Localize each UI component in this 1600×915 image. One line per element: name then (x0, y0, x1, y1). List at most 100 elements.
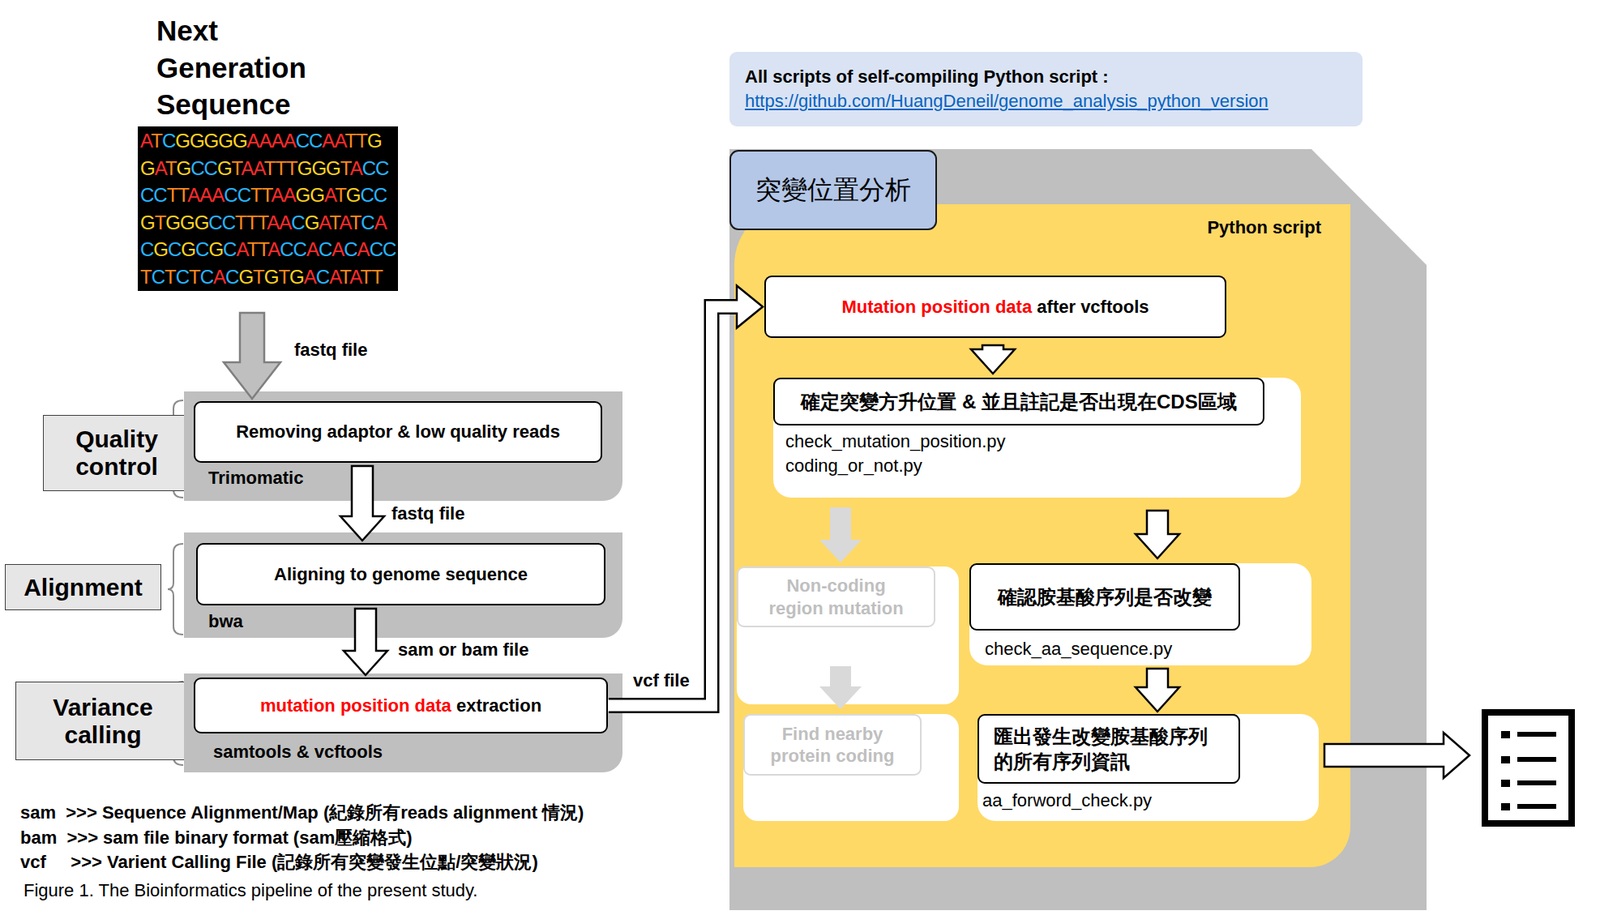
base-letter: C (140, 238, 154, 261)
base-letter: G (175, 129, 190, 152)
base-letter: T (278, 265, 290, 288)
list-bullet (1501, 756, 1511, 764)
base-letter: C (290, 211, 304, 234)
process-box: Aligning to genome sequence (196, 543, 606, 606)
base-letter: T (334, 183, 347, 206)
base-letter: C (237, 183, 251, 206)
node-text: Mutation position data (842, 295, 1033, 319)
base-letter: G (264, 265, 279, 288)
base-letter: C (225, 265, 239, 288)
base-letter: T (350, 211, 362, 234)
flow-arrow (607, 286, 763, 706)
block-arrow (971, 345, 1015, 374)
base-letter: T (165, 157, 177, 180)
block-arrow (223, 312, 281, 399)
base-letter: T (257, 238, 268, 261)
base-letter: C (308, 129, 322, 152)
base-letter: G (179, 211, 195, 234)
base-letter: C (295, 129, 309, 152)
script-card (743, 714, 959, 822)
base-letter: T (371, 265, 383, 288)
base-letter: T (177, 183, 188, 206)
node-text: mutation position data (260, 694, 452, 718)
base-letter: A (271, 129, 284, 152)
base-letter: A (321, 129, 334, 152)
node-text: samtools & vcftools (213, 741, 383, 762)
base-letter: A (235, 238, 247, 261)
base-letter: T (256, 211, 267, 234)
base-letter: C (369, 238, 383, 261)
node-text: Non-coding region mutation (763, 574, 910, 620)
base-letter: C (151, 265, 165, 288)
base-letter: T (154, 211, 167, 234)
text-holder: vcf file (633, 669, 690, 693)
node-text: Removing adaptor & low quality reads (235, 420, 561, 444)
base-letter: T (150, 129, 163, 152)
node-text: Variance calling (22, 693, 184, 749)
base-letter: G (165, 211, 180, 234)
node-text: Quality control (50, 425, 184, 480)
base-letter: A (349, 265, 360, 288)
base-letter: G (180, 238, 196, 261)
base-letter: G (176, 157, 192, 180)
base-letter: A (187, 183, 200, 206)
text-holder: check_mutation_position.py (785, 430, 1006, 454)
process-box: 匯出發生改變胺基酸序列的所有序列資訊 (977, 714, 1241, 784)
base-letter: A (303, 265, 317, 288)
base-letter: C (208, 211, 222, 234)
edge-label: sam or bam file (397, 639, 529, 660)
base-letter: T (188, 265, 201, 288)
arrow-outline (608, 307, 737, 706)
node-text: 匯出發生改變胺基酸序列的所有序列資訊 (993, 723, 1213, 775)
section-background (729, 149, 1427, 911)
base-letter: G (217, 157, 232, 180)
input-box: Mutation position dataafter vcftools (764, 275, 1227, 338)
list-line (1517, 731, 1557, 737)
script-panel: Python scriptMutation position dataafter… (734, 204, 1351, 868)
base-letter: A (357, 238, 370, 261)
base-letter: C (343, 238, 357, 261)
base-letter: G (295, 183, 311, 206)
block-arrow (1135, 668, 1180, 712)
base-letter: T (329, 211, 340, 234)
text-holder: bwa (208, 610, 244, 634)
base-letter: T (286, 157, 298, 180)
base-letter: G (238, 265, 253, 288)
base-letter: T (140, 265, 152, 288)
list-line (1517, 780, 1557, 786)
node-text: Python script (1206, 217, 1322, 238)
base-letter: G (218, 129, 233, 152)
arrow-fill (607, 307, 740, 706)
text-holder: Python script (1206, 216, 1322, 240)
text-holder: Figure 1. The Bioinformatics pipeline of… (23, 879, 478, 903)
base-letter: C (175, 265, 189, 288)
base-letter: A (278, 211, 291, 234)
base-letter: C (360, 183, 374, 206)
list-line (1517, 757, 1557, 762)
base-letter: T (250, 183, 262, 206)
block-arrow (819, 666, 862, 710)
base-letter: A (374, 211, 387, 234)
base-letter: G (311, 157, 326, 180)
base-letter: A (350, 157, 363, 180)
script-card: check_aa_sequence.py確認胺基酸序列是否改變 (969, 563, 1312, 666)
base-letter: G (309, 183, 325, 206)
section-tab: 突變位置分析 (729, 149, 937, 231)
text-holder: coding_or_not.py (785, 454, 923, 478)
base-letter: T (264, 157, 276, 180)
process-box: mutation position dataextraction (193, 677, 608, 734)
base-letter: G (140, 157, 155, 180)
base-letter: G (189, 129, 205, 152)
base-letter: A (247, 129, 260, 152)
base-letter: A (267, 238, 280, 261)
disabled-box: Non-coding region mutation (736, 566, 936, 628)
script-card: aa_forword_check.py匯出發生改變胺基酸序列的所有序列資訊 (977, 714, 1319, 822)
base-letter: A (338, 211, 350, 234)
base-letter: T (274, 157, 287, 180)
base-letter: C (204, 157, 218, 180)
base-letter: A (306, 238, 319, 261)
base-letter: C (167, 238, 181, 261)
figure-caption: Figure 1. The Bioinformatics pipeline of… (23, 880, 478, 901)
base-letter: C (279, 238, 293, 261)
base-letter: G (140, 211, 155, 234)
